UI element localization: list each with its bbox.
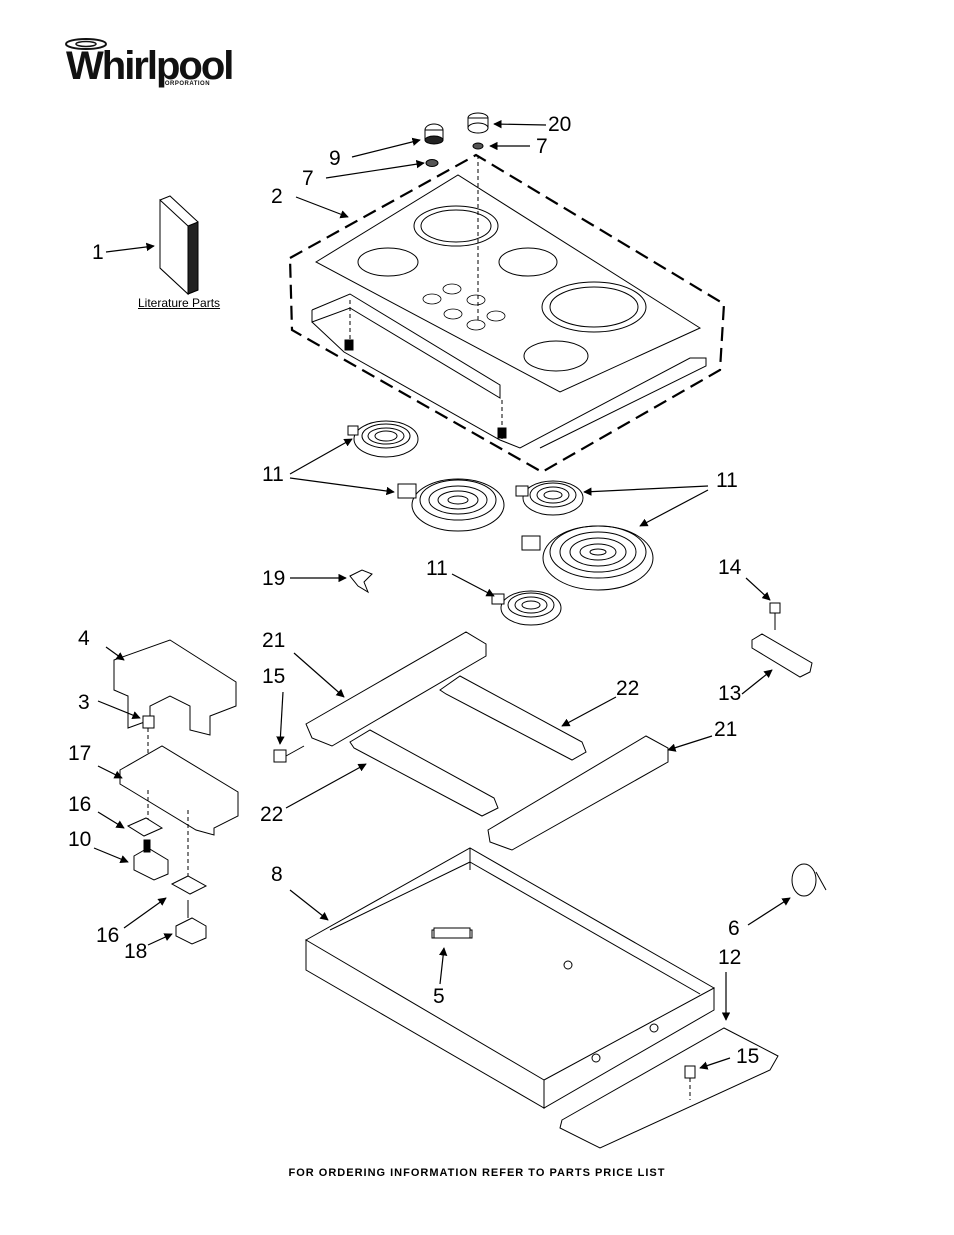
callout-6: 6	[728, 917, 740, 940]
box-17	[119, 745, 239, 836]
switch-10	[133, 839, 169, 881]
glass-top	[314, 174, 702, 393]
callout-7: 7	[536, 135, 548, 158]
callout-10: 10	[68, 828, 92, 851]
heating-element-small-3	[491, 590, 562, 626]
callout-11: 11	[716, 469, 738, 492]
heating-element-large	[521, 525, 654, 591]
callout-19: 19	[262, 567, 286, 590]
callout-20: 20	[548, 113, 572, 136]
rail-21-upper	[305, 631, 487, 747]
callout-7: 7	[302, 167, 314, 190]
knob-9	[424, 123, 444, 145]
callout-21: 21	[714, 718, 738, 741]
rail-22-lower	[349, 729, 499, 817]
callout-4: 4	[78, 627, 90, 650]
callout-22: 22	[260, 803, 284, 826]
callout-21: 21	[262, 629, 286, 652]
callout-14: 14	[718, 556, 742, 579]
callout-11: 11	[262, 463, 284, 486]
heating-element-small-1	[347, 420, 419, 458]
screw-15b	[684, 1065, 696, 1100]
brand-logo: Whirlpool	[66, 44, 234, 88]
callout-15: 15	[736, 1045, 760, 1068]
ordering-info-footer: FOR ORDERING INFORMATION REFER TO PARTS …	[288, 1167, 666, 1179]
callout-15: 15	[262, 665, 286, 688]
callout-1: 1	[92, 241, 104, 264]
shield-4	[113, 639, 237, 736]
callout-9: 9	[329, 147, 341, 170]
cooktop-dashed-outline	[288, 153, 726, 474]
callout-22: 22	[616, 677, 640, 700]
callout-17: 17	[68, 742, 92, 765]
screw-14	[769, 602, 781, 630]
cover-plate-12	[559, 1027, 779, 1149]
callout-16: 16	[96, 924, 120, 947]
heating-element-small-2	[515, 480, 584, 516]
callout-13: 13	[718, 682, 742, 705]
literature-booklet	[159, 195, 199, 296]
literature-parts-label: Literature Parts	[138, 296, 221, 310]
bracket-13	[751, 633, 813, 678]
rail-21-lower	[487, 735, 669, 851]
brand-subtitle: CORPORATION	[160, 81, 211, 87]
callout-5: 5	[433, 985, 445, 1008]
callout-11: 11	[426, 557, 448, 580]
terminal-block-5	[433, 927, 471, 939]
base-pan-8	[305, 847, 715, 1109]
callout-18: 18	[124, 940, 148, 963]
clip-19	[349, 569, 373, 594]
thermostat-6	[791, 863, 827, 897]
terminal-18	[175, 900, 207, 945]
callout-16: 16	[68, 793, 92, 816]
rail-22-upper	[439, 675, 587, 761]
callout-12: 12	[718, 946, 742, 969]
callout-2: 2	[271, 185, 283, 208]
screw-15a	[273, 745, 305, 763]
callout-8: 8	[271, 863, 283, 886]
heating-element-medium	[397, 478, 505, 532]
whirlpool-swirl-icon	[65, 38, 107, 50]
knob-20	[467, 112, 489, 134]
callout-3: 3	[78, 691, 90, 714]
